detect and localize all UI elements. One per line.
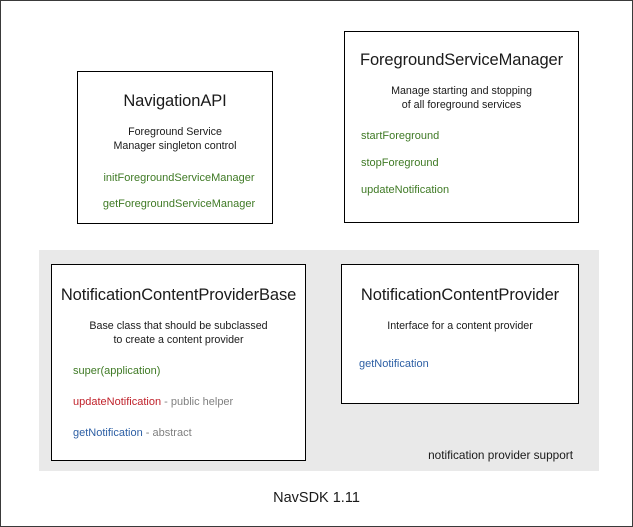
member-row[interactable]: getNotification - abstract <box>73 427 305 440</box>
class-box-foreground-service-manager[interactable]: ForegroundServiceManager Manage starting… <box>344 31 579 223</box>
member-list-notification-content-provider-base: super(application) updateNotification - … <box>52 365 305 440</box>
member-row[interactable]: initForegroundServiceManager <box>86 172 272 185</box>
member-list-notification-content-provider: getNotification <box>342 358 578 371</box>
member-name: initForegroundServiceManager <box>103 172 255 184</box>
class-title-notification-content-provider: NotificationContentProvider <box>360 286 560 304</box>
member-row[interactable]: getNotification <box>359 358 578 371</box>
class-description-line-1: Manage starting and stopping <box>391 85 532 97</box>
member-name: startForeground <box>361 130 440 142</box>
member-name: getNotification <box>359 357 429 370</box>
member-row[interactable]: stopForeground <box>361 157 578 170</box>
member-name: super(application) <box>73 365 161 377</box>
class-box-notification-content-provider[interactable]: NotificationContentProvider Interface fo… <box>341 264 579 404</box>
member-list-foreground-service-manager: startForeground stopForeground updateNot… <box>345 130 578 197</box>
member-note: - abstract <box>142 427 192 439</box>
member-row[interactable]: startForeground <box>361 130 578 143</box>
member-list-navigation-api: initForegroundServiceManager getForegrou… <box>78 172 272 211</box>
member-name: updateNotification <box>361 184 450 196</box>
class-description-line-2: to create a content provider <box>113 333 244 346</box>
class-box-navigation-api[interactable]: NavigationAPI Foreground Service Manager… <box>77 71 273 224</box>
class-description-line-1: Base class that should be subclassed <box>89 320 268 332</box>
class-box-notification-content-provider-base[interactable]: NotificationContentProviderBase Base cla… <box>51 264 306 461</box>
class-description-line-2: Manager singleton control <box>113 139 237 152</box>
member-name: getNotification <box>73 427 143 439</box>
member-row[interactable]: updateNotification <box>361 184 578 197</box>
member-name: getForegroundServiceManager <box>102 198 256 210</box>
class-description-notification-content-provider-base: Base class that should be subclassed to … <box>52 320 305 347</box>
member-name: stopForeground <box>361 157 439 169</box>
member-row[interactable]: super(application) <box>73 365 305 378</box>
class-title-navigation-api: NavigationAPI <box>123 92 227 110</box>
class-title-notification-content-provider-base: NotificationContentProviderBase <box>60 286 297 304</box>
member-row[interactable]: updateNotification - public helper <box>73 396 305 409</box>
class-description-line-1: Interface for a content provider <box>387 320 533 332</box>
class-description-line-2: of all foreground services <box>401 98 522 111</box>
class-description-foreground-service-manager: Manage starting and stopping of all fore… <box>345 85 578 112</box>
class-description-line-1: Foreground Service <box>128 126 222 138</box>
class-description-notification-content-provider: Interface for a content provider <box>342 320 578 334</box>
group-panel-label: notification provider support <box>428 448 573 462</box>
member-row[interactable]: getForegroundServiceManager <box>86 198 272 211</box>
footer-caption: NavSDK 1.11 <box>273 490 360 506</box>
member-note: - public helper <box>161 396 234 408</box>
class-title-foreground-service-manager: ForegroundServiceManager <box>359 51 564 69</box>
member-name: updateNotification <box>73 396 162 408</box>
class-description-navigation-api: Foreground Service Manager singleton con… <box>78 126 272 153</box>
